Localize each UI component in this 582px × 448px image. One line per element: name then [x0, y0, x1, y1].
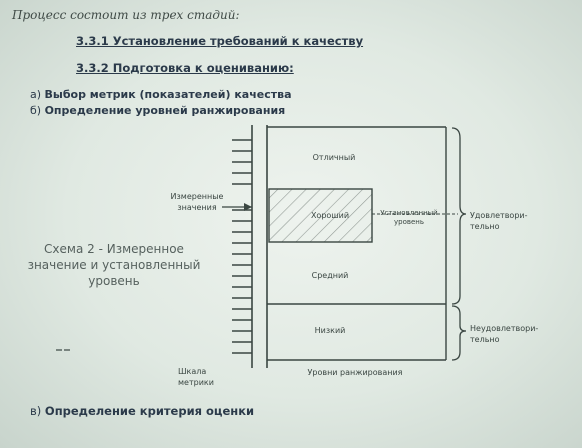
item-b: б) Определение уровней ранжирования	[30, 104, 285, 117]
item-b-text: Определение уровней ранжирования	[44, 104, 286, 117]
subsection-3-3-2: 3.3.2 Подготовка к оцениванию:	[76, 61, 294, 75]
metric-scale-label: Шкала метрики	[178, 367, 214, 387]
schema-caption: Схема 2 - Измеренное значение и установл…	[27, 242, 201, 288]
set-level-label: Установленный уровень	[380, 209, 438, 226]
satisfactory-label: Удовлетвори-тельно	[470, 211, 528, 231]
item-c-marker: в)	[30, 404, 45, 418]
item-a-text: Выбор метрик (показателей) качества	[44, 88, 292, 101]
level-excellent-label: Отличный	[312, 153, 356, 162]
item-a: а) Выбор метрик (показателей) качества	[30, 88, 292, 101]
level-good-label: Хороший	[310, 211, 350, 220]
scale-ticks	[232, 139, 252, 354]
level-average-label: Средний	[311, 271, 349, 280]
item-b-marker: б)	[30, 104, 45, 117]
slide-heading: Процесс состоит из трех стадий:	[12, 8, 240, 22]
item-a-marker: а)	[30, 88, 45, 101]
unsatisfactory-label: Неудовлетвори-тельно	[470, 324, 539, 344]
satisfactory-brace	[451, 127, 467, 305]
unsatisfactory-brace	[451, 305, 467, 361]
measured-values-label: Измеренные значения	[170, 192, 224, 212]
good-level-box	[268, 188, 373, 243]
item-c-text: Определение критерия оценки	[44, 404, 255, 418]
good-level-hatch	[269, 189, 372, 242]
measured-value-arrowhead	[244, 203, 252, 211]
subsection-3-3-1: 3.3.1 Установление требований к качеству	[76, 34, 364, 48]
ranking-levels-label: Уровни ранжирования	[307, 368, 403, 377]
item-c: в) Определение критерия оценки	[30, 404, 254, 418]
level-low-label: Низкий	[314, 326, 346, 335]
